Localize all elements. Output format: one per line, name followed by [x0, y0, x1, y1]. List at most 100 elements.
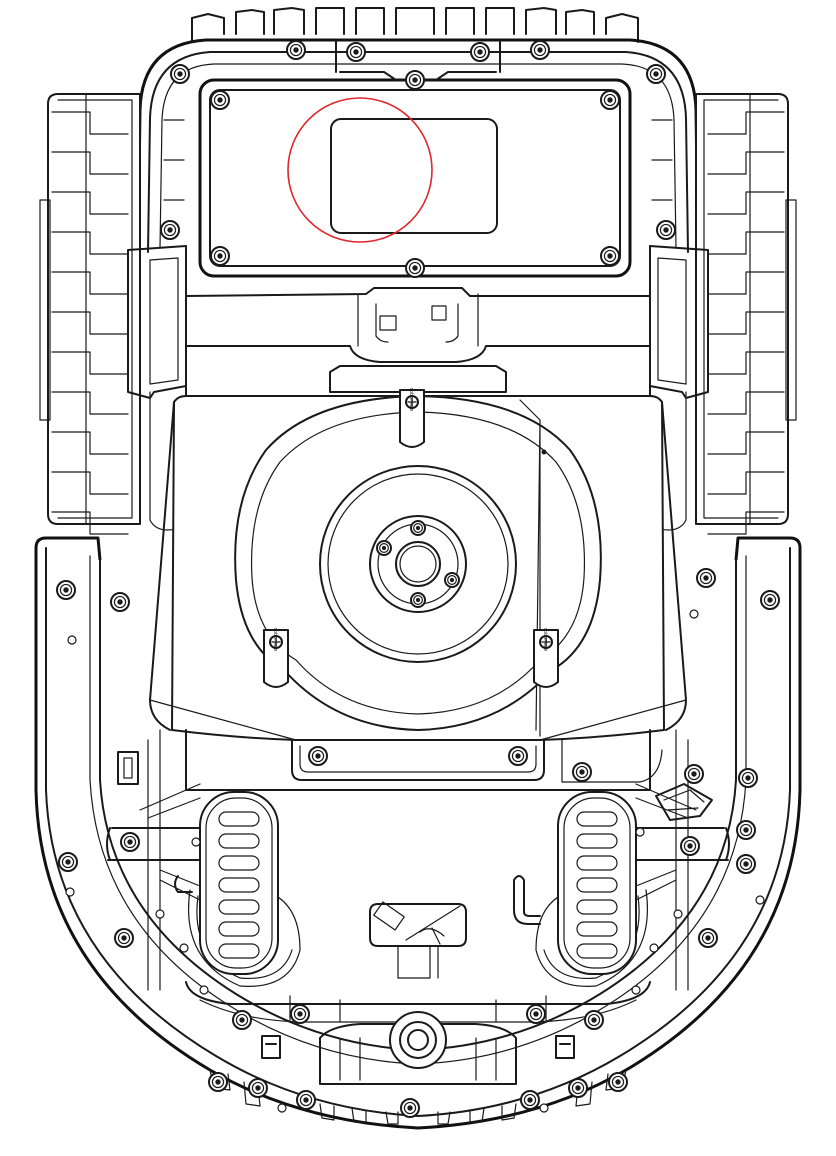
- screw: [160, 220, 180, 240]
- hole: [65, 887, 75, 897]
- screw: [308, 746, 328, 766]
- screw: [120, 832, 140, 852]
- blade-disc: [319, 465, 517, 663]
- tread-slot: [576, 921, 618, 937]
- screw: [114, 928, 134, 948]
- tread-block: [51, 431, 129, 455]
- right-wheel-arm: [635, 783, 730, 901]
- tread-block: [51, 191, 129, 215]
- left-wheel-arm: [106, 783, 201, 901]
- screw: [444, 572, 460, 588]
- screw: [568, 1078, 588, 1098]
- hole: [179, 943, 189, 953]
- screw: [410, 520, 426, 536]
- screw: [684, 764, 704, 784]
- screw: [608, 1072, 628, 1092]
- highlight-circle: [287, 97, 433, 243]
- hole: [191, 837, 201, 847]
- screw: [346, 42, 366, 62]
- screw: [646, 64, 666, 84]
- screw: [56, 580, 76, 600]
- screw: [526, 1004, 546, 1024]
- tread-block: [51, 271, 129, 295]
- screw: [572, 762, 592, 782]
- blade-bracket: robomow: [263, 628, 289, 688]
- screw: [760, 590, 780, 610]
- battery-cover: [198, 39, 632, 278]
- screw: [248, 1078, 268, 1098]
- tread-block: [707, 111, 785, 135]
- screw: [520, 1090, 540, 1110]
- hole: [635, 827, 645, 837]
- front-left-wheel: [174, 791, 301, 987]
- cutting-deck: robomow robomow robomow: [149, 388, 687, 741]
- battery-label-area: [330, 118, 498, 234]
- screw: [696, 568, 716, 588]
- screw: [210, 246, 230, 266]
- tread-block: [707, 231, 785, 255]
- tread-block: [707, 151, 785, 175]
- mounting-holes: [65, 609, 765, 1113]
- screw: [738, 768, 758, 788]
- screw: [600, 246, 620, 266]
- tread-slot: [576, 833, 618, 849]
- front-right-wheel: [513, 791, 648, 987]
- screw: [470, 42, 490, 62]
- tread-block: [51, 511, 129, 535]
- tread-block: [51, 311, 129, 335]
- tread-block: [51, 111, 129, 135]
- screw: [656, 220, 676, 240]
- hole: [755, 895, 765, 905]
- tread-block: [707, 391, 785, 415]
- hole: [67, 635, 77, 645]
- right-drive-wheel: [695, 93, 797, 535]
- tread-block: [707, 271, 785, 295]
- screw: [170, 64, 190, 84]
- tread-block: [707, 511, 785, 535]
- hole: [277, 1103, 287, 1113]
- tread-slot: [218, 921, 260, 937]
- tread-slot: [576, 811, 618, 827]
- tread-slot: [218, 899, 260, 915]
- tread-block: [707, 471, 785, 495]
- screw: [680, 836, 700, 856]
- hole: [631, 985, 641, 995]
- tread-slot: [218, 811, 260, 827]
- tread-block: [51, 471, 129, 495]
- hole: [539, 1103, 549, 1113]
- screw: [110, 592, 130, 612]
- tread-slot: [576, 855, 618, 871]
- tread-block: [707, 311, 785, 335]
- bracket-brand-label: robomow: [408, 388, 414, 411]
- center-frame: [185, 287, 651, 399]
- hole: [199, 985, 209, 995]
- bracket-brand-label: robomow: [542, 628, 548, 651]
- screw: [286, 40, 306, 60]
- screw: [405, 258, 425, 278]
- tread-block: [707, 431, 785, 455]
- blade-bracket: robomow: [533, 628, 559, 688]
- top-vent-teeth: [191, 7, 639, 43]
- screw: [296, 1090, 316, 1110]
- hole: [689, 609, 699, 619]
- screw: [376, 540, 392, 556]
- bracket-brand-label: robomow: [272, 628, 278, 651]
- screw: [410, 592, 426, 608]
- tread-slot: [218, 855, 260, 871]
- screw: [290, 1004, 310, 1024]
- screw: [736, 854, 756, 874]
- tread-block: [707, 191, 785, 215]
- tread-block: [51, 231, 129, 255]
- screw: [405, 70, 425, 90]
- screw: [210, 90, 230, 110]
- screw: [698, 928, 718, 948]
- screw: [232, 1010, 252, 1030]
- hole: [649, 943, 659, 953]
- screw: [600, 90, 620, 110]
- tread-slot: [576, 877, 618, 893]
- screw: [584, 1010, 604, 1030]
- screws: [56, 40, 780, 1118]
- tread-block: [707, 351, 785, 375]
- tread-slot: [218, 943, 260, 959]
